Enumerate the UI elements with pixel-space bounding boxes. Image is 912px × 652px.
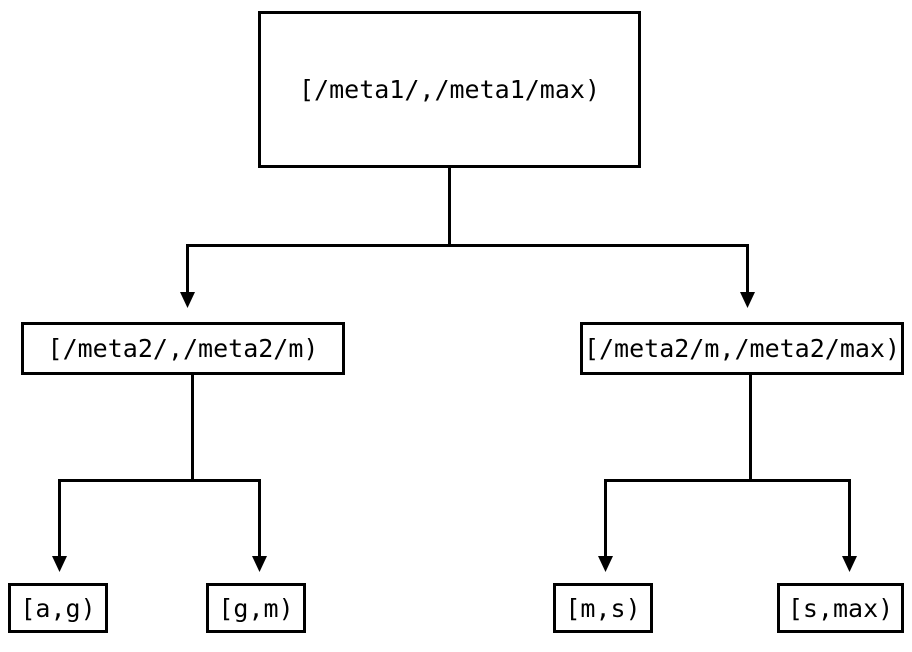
node-leaf-s-max-label: [s,max) <box>787 593 894 623</box>
arrowhead-icon <box>598 556 613 572</box>
node-leaf-g-m[interactable]: [g,m) <box>206 583 306 633</box>
node-leaf-a-g[interactable]: [a,g) <box>8 583 108 633</box>
node-leaf-a-g-label: [a,g) <box>20 593 96 623</box>
node-root-label: [/meta1/,/meta1/max) <box>298 75 601 104</box>
node-leaf-m-s-label: [m,s) <box>565 593 641 623</box>
edge-mid-right-to-s-max <box>749 375 857 572</box>
arrowhead-icon <box>180 292 195 308</box>
node-leaf-g-m-label: [g,m) <box>218 593 294 623</box>
edge-root-to-mid-left <box>180 168 451 308</box>
node-mid-left-label: [/meta2/,/meta2/m) <box>47 334 319 363</box>
node-mid-right[interactable]: [/meta2/m,/meta2/max) <box>580 322 904 375</box>
arrowhead-icon <box>52 556 67 572</box>
arrowhead-icon <box>252 556 267 572</box>
node-root[interactable]: [/meta1/,/meta1/max) <box>258 11 641 168</box>
arrowhead-icon <box>842 556 857 572</box>
node-leaf-m-s[interactable]: [m,s) <box>553 583 653 633</box>
node-mid-left[interactable]: [/meta2/,/meta2/m) <box>21 322 345 375</box>
node-mid-right-label: [/meta2/m,/meta2/max) <box>583 334 901 363</box>
arrowhead-icon <box>740 292 755 308</box>
edge-mid-left-to-a-g <box>52 375 194 572</box>
edge-root-to-mid-right <box>448 168 755 308</box>
node-leaf-s-max[interactable]: [s,max) <box>777 583 904 633</box>
edge-mid-right-to-m-s <box>598 375 752 572</box>
edge-mid-left-to-g-m <box>191 375 267 572</box>
